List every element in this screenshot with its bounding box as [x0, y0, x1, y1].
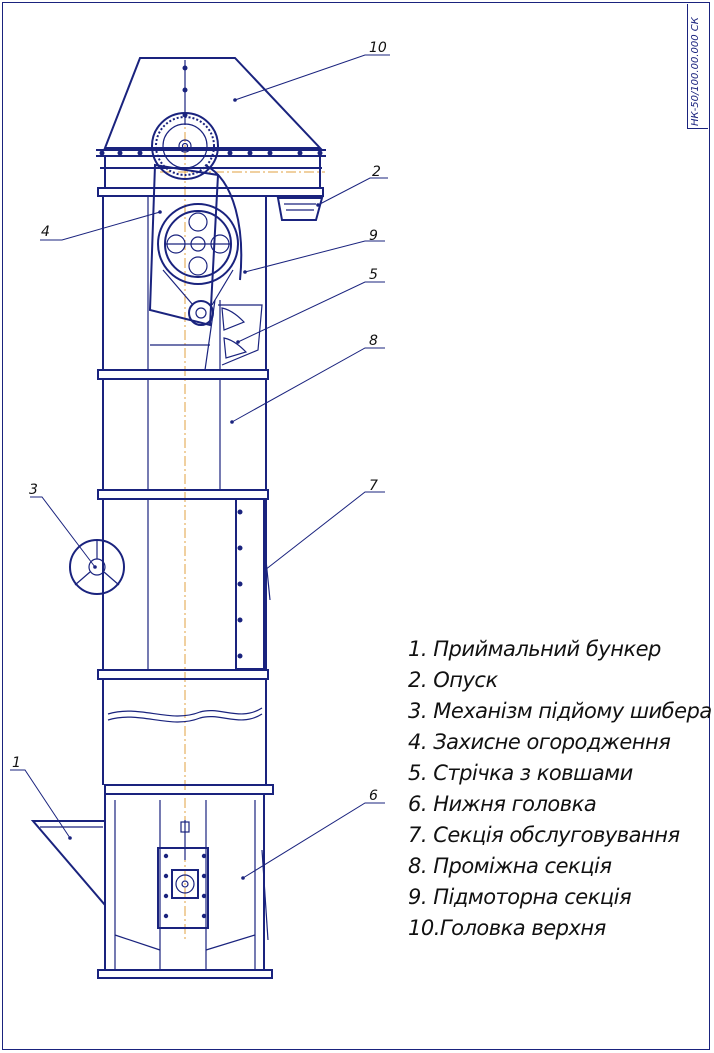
motor-section — [97, 196, 269, 380]
intermediate-section — [97, 379, 269, 500]
leader-lines — [10, 54, 390, 880]
drive-guard — [148, 163, 243, 327]
callout-3: 3 — [29, 482, 38, 498]
legend-item: 1. Приймальний бункер — [408, 637, 661, 661]
trunk-break — [102, 679, 274, 795]
callout-5: 5 — [369, 267, 378, 283]
callout-2: 2 — [372, 164, 381, 180]
service-section — [69, 498, 271, 680]
legend-item: 4. Захисне огородження — [408, 730, 671, 754]
callout-4: 4 — [41, 224, 50, 240]
legend-item: 3. Механізм підйому шибера — [408, 699, 712, 723]
callout-6: 6 — [369, 788, 378, 804]
callout-7: 7 — [369, 478, 378, 494]
lower-head — [97, 794, 273, 979]
upper-head — [96, 57, 326, 197]
legend-item: 7. Секція обслуговування — [408, 823, 680, 847]
outlet-spout — [276, 197, 324, 221]
legend-item: 9. Підмоторна секція — [408, 885, 632, 909]
legend-item: 10.Головка верхня — [408, 916, 606, 940]
legend-item: 6. Нижня головка — [408, 792, 597, 816]
intake-hopper — [30, 820, 106, 908]
callout-9: 9 — [369, 228, 378, 244]
callout-8: 8 — [369, 333, 378, 349]
legend-item: 8. Проміжна секція — [408, 854, 612, 878]
callout-10: 10 — [369, 40, 387, 56]
title-stamp: НК-50/100.00.000 СК — [687, 4, 708, 129]
legend-item: 5. Стрічка з ковшами — [408, 761, 633, 785]
callout-1: 1 — [12, 755, 21, 771]
parts-legend: 1. Приймальний бункер 2. Опуск 3. Механі… — [408, 634, 712, 944]
legend-item: 2. Опуск — [408, 668, 498, 692]
